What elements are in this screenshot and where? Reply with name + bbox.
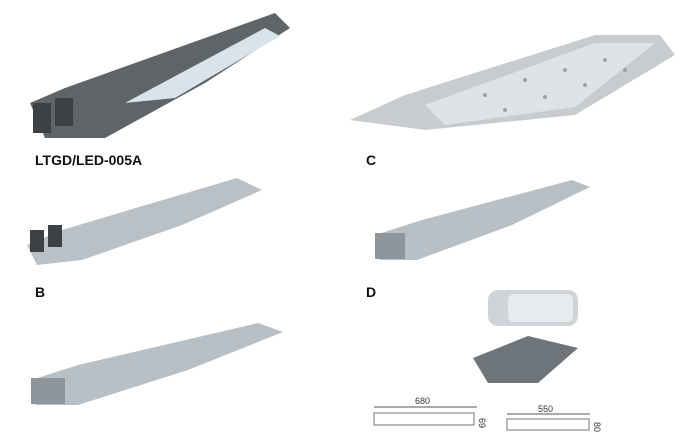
lamp-image-b <box>27 178 262 265</box>
dimension-drawing-long <box>373 406 477 426</box>
dimension-height-long: 69 <box>477 417 488 429</box>
label-d: D <box>366 284 377 300</box>
dimension-length-short: 550 <box>538 404 554 414</box>
lamp-image-c <box>350 35 675 130</box>
dimension-drawing-short <box>506 413 590 431</box>
lamp-image-d <box>375 180 590 260</box>
lamp-topview-images <box>473 290 578 383</box>
label-c: C <box>366 152 377 168</box>
lamp-image-e <box>31 323 283 405</box>
label-a: LTGD/LED-005A <box>35 152 143 168</box>
lamp-image-a <box>30 13 290 138</box>
dimension-length-long: 680 <box>415 396 431 406</box>
dimension-height-short: 80 <box>592 421 603 433</box>
label-b: B <box>35 284 46 300</box>
